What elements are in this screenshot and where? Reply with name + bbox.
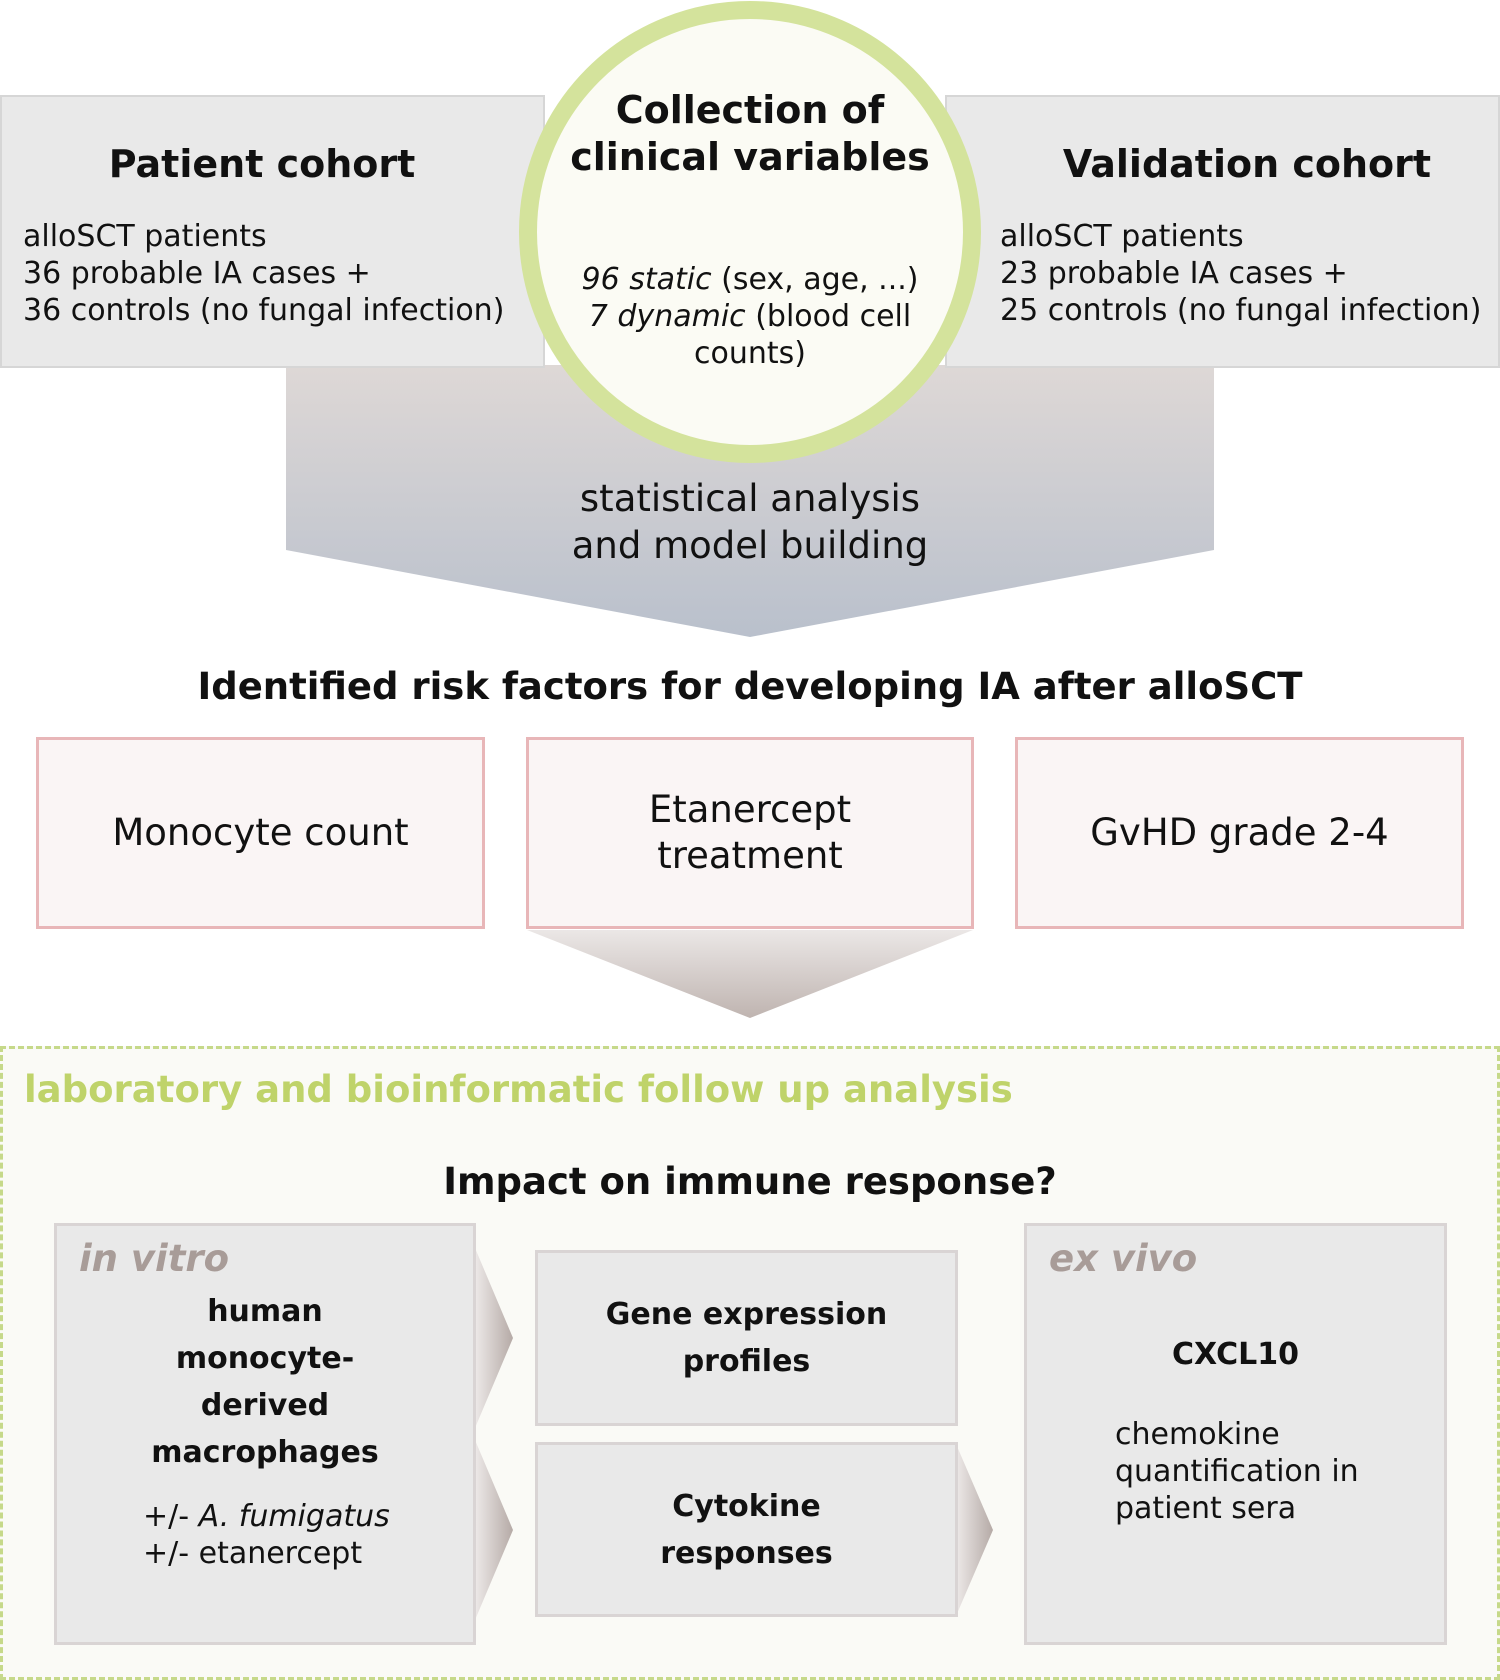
risk-arrow-shape: [527, 930, 973, 1018]
dynamic-variables-line-2: counts): [694, 336, 806, 371]
gvhd-grade-label: GvHD grade 2-4: [1090, 811, 1389, 854]
ex-vivo-label: ex vivo: [1049, 1237, 1198, 1280]
cell-line-4: macrophages: [151, 1435, 379, 1470]
in-vitro-label: in vitro: [79, 1237, 230, 1280]
clinical-variables-circle: [519, 1, 981, 463]
cytokine-responses-box: Cytokine responses: [535, 1442, 958, 1617]
validation-cohort-line-1: alloSCT patients: [1000, 219, 1244, 254]
patient-cohort-line-3: 36 controls (no fungal infection): [23, 293, 505, 328]
dynamic-count: 7 dynamic: [588, 299, 746, 334]
monocyte-count-box: Monocyte count: [36, 737, 485, 929]
chevron-to-cytokine: [475, 1440, 513, 1620]
static-count: 96 static: [581, 262, 712, 297]
gene-expression-line-1: Gene expression: [605, 1297, 888, 1332]
analysis-line-1: statistical analysis: [579, 477, 921, 520]
risk-factors-heading: Identified risk factors for developing I…: [197, 665, 1303, 708]
patient-cohort-box: Patient cohort alloSCT patients 36 proba…: [0, 95, 545, 368]
patient-cohort-line-2: 36 probable IA cases +: [23, 256, 371, 291]
static-detail: (sex, age, ...): [711, 262, 919, 297]
analysis-arrow-label: statistical analysis and model building: [450, 475, 1050, 569]
analysis-arrow-shape: [286, 365, 1214, 637]
monocyte-count-label: Monocyte count: [112, 811, 409, 854]
etanercept-treatment-box: Etanercept treatment: [526, 737, 974, 929]
etanercept-line-2: treatment: [657, 834, 843, 877]
follow-up-title: laboratory and bioinformatic follow up a…: [24, 1068, 1013, 1111]
clinical-variables-details: 96 static (sex, age, ...) 7 dynamic (blo…: [560, 261, 940, 372]
clinical-variables-title: Collection of clinical variables: [560, 87, 940, 181]
patient-cohort-title: Patient cohort: [108, 142, 416, 186]
fumigatus-prefix: +/-: [143, 1499, 199, 1534]
dynamic-variables-line: 7 dynamic (blood cell: [560, 298, 940, 335]
chemokine-line-2: quantification in: [1115, 1454, 1359, 1489]
chevron-to-gene-expression: [475, 1248, 513, 1428]
etanercept-condition: +/- etanercept: [143, 1536, 363, 1571]
cell-line-3: derived: [200, 1388, 330, 1423]
ex-vivo-box: ex vivo CXCL10 chemokine quantification …: [1024, 1223, 1447, 1645]
static-variables-line: 96 static (sex, age, ...): [560, 261, 940, 298]
follow-up-chevrons: [475, 1248, 993, 1620]
clinical-title-line-1: Collection of: [615, 88, 885, 132]
chevron-to-ex-vivo: [956, 1444, 993, 1616]
in-vitro-box: in vitro human monocyte- derived macroph…: [54, 1223, 476, 1645]
gvhd-grade-box: GvHD grade 2-4: [1015, 737, 1464, 929]
validation-cohort-line-3: 25 controls (no fungal infection): [1000, 293, 1482, 328]
validation-cohort-title: Validation cohort: [1062, 142, 1432, 186]
cytokine-line-2: responses: [660, 1535, 833, 1571]
cxcl10-label: CXCL10: [1172, 1337, 1299, 1372]
chemokine-line-1: chemokine: [1115, 1417, 1280, 1452]
clinical-title-line-2: clinical variables: [570, 135, 930, 179]
immune-response-question: Impact on immune response?: [443, 1160, 1057, 1203]
validation-cohort-line-2: 23 probable IA cases +: [1000, 256, 1348, 291]
cell-line-2: monocyte-: [175, 1341, 355, 1376]
validation-cohort-box: Validation cohort alloSCT patients 23 pr…: [945, 95, 1500, 368]
cytokine-line-1: Cytokine: [672, 1488, 821, 1524]
analysis-line-2: and model building: [571, 524, 929, 567]
gene-expression-line-2: profiles: [682, 1344, 811, 1379]
dynamic-detail: (blood cell: [745, 299, 912, 334]
patient-cohort-line-1: alloSCT patients: [23, 219, 267, 254]
macrophage-description: human monocyte- derived macrophages: [57, 1288, 473, 1476]
gene-expression-box: Gene expression profiles: [535, 1250, 958, 1426]
cell-line-1: human: [207, 1294, 323, 1329]
etanercept-line-1: Etanercept: [648, 788, 852, 831]
fumigatus-condition: +/- A. fumigatus: [143, 1498, 390, 1535]
chemokine-line-3: patient sera: [1115, 1491, 1297, 1526]
fumigatus-name: A. fumigatus: [198, 1499, 390, 1534]
